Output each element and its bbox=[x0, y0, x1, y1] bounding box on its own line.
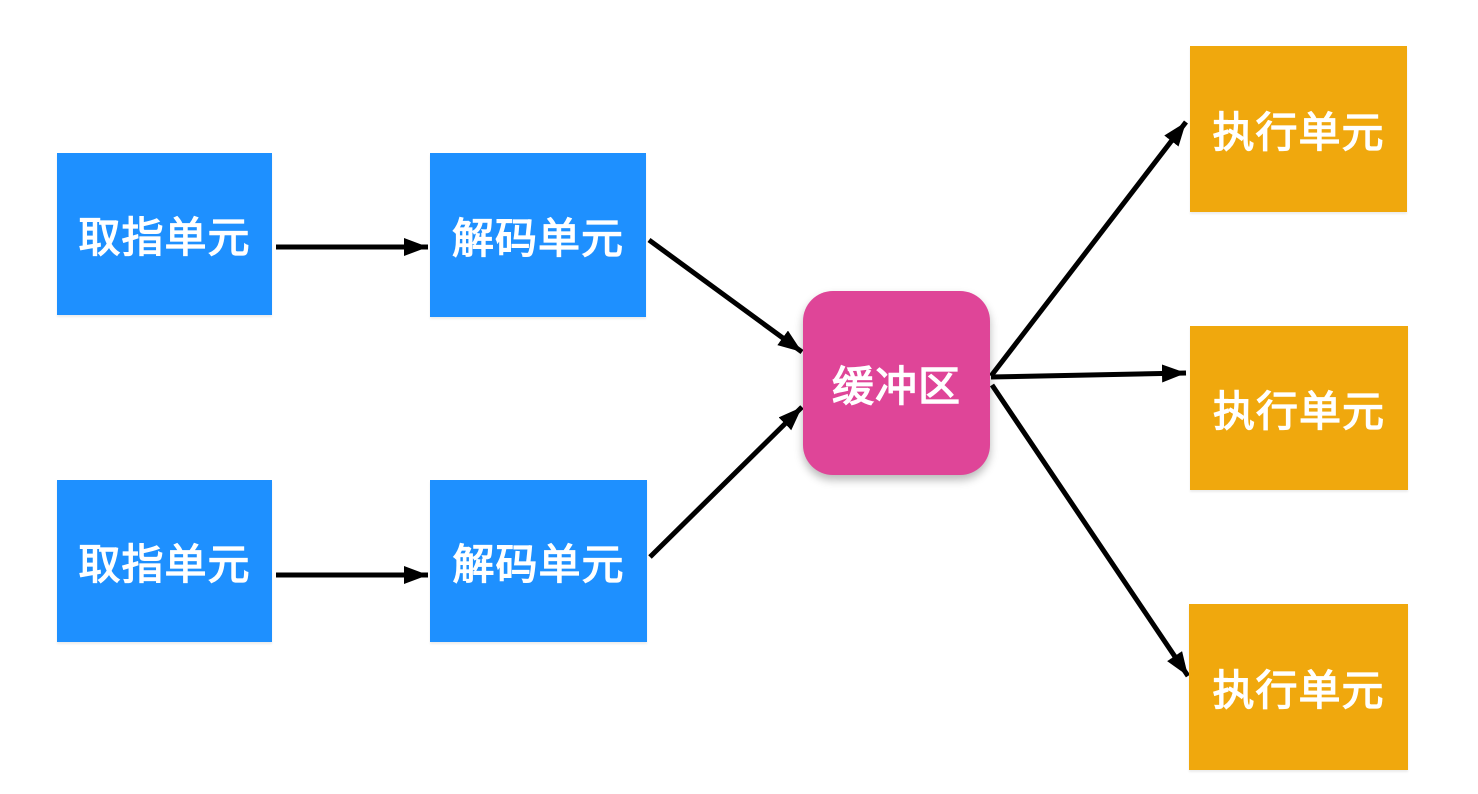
node-buffer: 缓冲区 bbox=[803, 291, 990, 475]
node-execute-unit-3: 执行单元 bbox=[1189, 604, 1408, 770]
arrow-buffer-to-exec2 bbox=[990, 364, 1187, 383]
arrow-buffer-to-exec3 bbox=[989, 383, 1191, 678]
arrow-buffer-to-exec1 bbox=[989, 120, 1188, 378]
node-execute-unit-1: 执行单元 bbox=[1190, 46, 1407, 212]
node-decode-unit-2: 解码单元 bbox=[430, 480, 647, 642]
arrow-decode1-to-buffer bbox=[647, 237, 804, 355]
node-execute-unit-2: 执行单元 bbox=[1190, 326, 1408, 490]
node-fetch-unit-2: 取指单元 bbox=[57, 480, 272, 642]
arrow-decode2-to-buffer bbox=[648, 405, 804, 559]
node-decode-unit-1: 解码单元 bbox=[430, 153, 646, 317]
node-fetch-unit-1: 取指单元 bbox=[57, 153, 272, 315]
